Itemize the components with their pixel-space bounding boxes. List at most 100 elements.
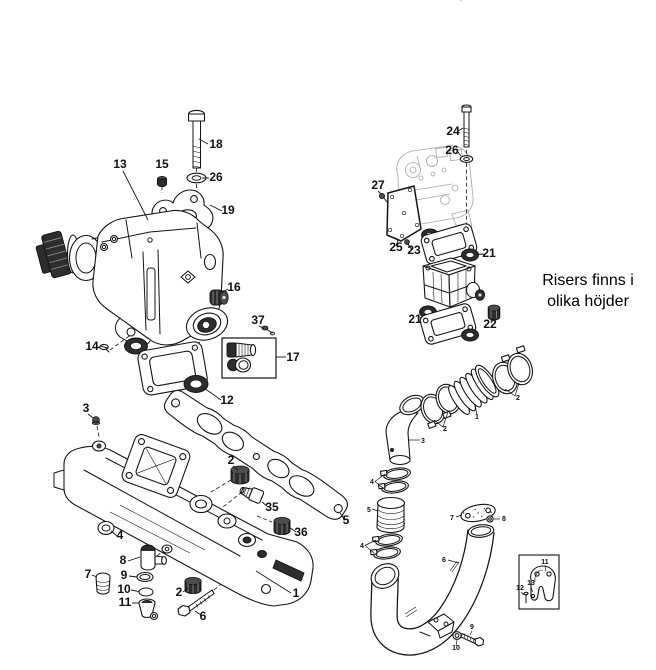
leader-lines-lower bbox=[87, 413, 345, 616]
part-bolt-6 bbox=[177, 589, 215, 617]
part-bolt-9 bbox=[460, 633, 485, 647]
callout-pipe-8: 8 bbox=[502, 516, 506, 523]
callout-pipe-5: 5 bbox=[367, 507, 371, 514]
callout-4: 4 bbox=[117, 528, 124, 542]
riser-assembly: 24 26 27 25 23 21 21 22 Risers finns i o… bbox=[371, 104, 634, 345]
part-plug-36 bbox=[273, 517, 291, 536]
part-fitting-35 bbox=[239, 487, 265, 504]
lower-manifold-assembly: 3 2 35 36 4 8 7 9 10 11 2 6 1 5 bbox=[53, 389, 350, 623]
callout-23: 23 bbox=[407, 243, 421, 257]
part-oring-10 bbox=[138, 587, 154, 597]
riser-note: Risers finns i olika höjder bbox=[542, 272, 634, 310]
callout-10: 10 bbox=[117, 582, 131, 596]
callout-pipe-4a: 4 bbox=[370, 479, 374, 486]
callout-35: 35 bbox=[265, 500, 279, 514]
callout-2b: 2 bbox=[176, 585, 183, 599]
part-manifold-1 bbox=[53, 434, 314, 607]
callout-15: 15 bbox=[155, 157, 169, 171]
callout-26-riser: 26 bbox=[445, 143, 459, 157]
leader-lines-upper bbox=[95, 138, 286, 401]
callout-1: 1 bbox=[293, 586, 300, 600]
callout-24: 24 bbox=[446, 124, 460, 138]
part-plate-25 bbox=[386, 185, 422, 242]
note-line-2: olika höjder bbox=[547, 293, 630, 310]
callout-22: 22 bbox=[483, 317, 497, 331]
part-flange-7 bbox=[460, 503, 496, 523]
callout-pipe-10: 10 bbox=[452, 645, 460, 652]
callout-pipe-12: 12 bbox=[516, 585, 524, 592]
callout-14: 14 bbox=[85, 339, 99, 353]
part-riser-block bbox=[422, 257, 486, 308]
callout-13: 13 bbox=[113, 157, 127, 171]
callout-9: 9 bbox=[121, 568, 128, 582]
callout-pipe-2r: 2 bbox=[516, 395, 520, 402]
part-plug-22 bbox=[487, 304, 501, 321]
part-kit-17 bbox=[221, 337, 277, 379]
callout-18: 18 bbox=[209, 137, 223, 151]
callout-16: 16 bbox=[227, 280, 241, 294]
part-clamps-4-lower bbox=[369, 533, 403, 560]
part-nut-8 bbox=[486, 515, 494, 523]
part-gasket-21a bbox=[420, 223, 479, 265]
callout-pipe-2l: 2 bbox=[443, 426, 447, 433]
callout-19: 19 bbox=[221, 203, 235, 217]
part-gasket-21b bbox=[419, 303, 479, 345]
callout-pipe-6: 6 bbox=[442, 557, 446, 564]
part-plug-4 bbox=[97, 520, 115, 536]
part-clamps-2-right bbox=[492, 345, 533, 395]
part-bellows-1 bbox=[448, 364, 500, 415]
note-line-1: Risers finns i bbox=[542, 272, 634, 289]
callout-21a: 21 bbox=[482, 246, 496, 260]
callout-pipe-4b: 4 bbox=[360, 543, 364, 550]
callout-11: 11 bbox=[119, 595, 132, 609]
part-manifold-13 bbox=[35, 209, 229, 347]
callout-25: 25 bbox=[389, 240, 403, 254]
callout-3: 3 bbox=[83, 401, 90, 415]
part-oring-9 bbox=[136, 571, 154, 583]
part-bolt-18 bbox=[187, 0, 462, 169]
callout-5: 5 bbox=[343, 513, 350, 527]
part-gasket-5 bbox=[163, 389, 348, 520]
part-fitting-8 bbox=[140, 544, 167, 571]
part-plug-2a bbox=[230, 465, 250, 485]
part-plug-16 bbox=[209, 289, 229, 306]
callout-pipe-13: 13 bbox=[527, 580, 535, 587]
callout-8: 8 bbox=[120, 553, 127, 567]
part-nut-3 bbox=[91, 416, 101, 425]
part-elbow-3 bbox=[385, 394, 425, 466]
part-pipe-6 bbox=[370, 524, 495, 656]
part-fitting-37 bbox=[261, 325, 275, 336]
part-gasket-12 bbox=[124, 337, 209, 396]
part-screw-27 bbox=[378, 192, 388, 203]
callout-pipe-1: 1 bbox=[475, 414, 479, 421]
callout-pipe-9: 9 bbox=[470, 624, 474, 631]
exhaust-pipe-assembly: 2 1 2 3 4 5 7 8 4 6 11 13 12 9 10 bbox=[360, 345, 560, 656]
part-clamps-4-upper bbox=[377, 467, 411, 494]
callout-37: 37 bbox=[251, 313, 265, 327]
callout-7: 7 bbox=[85, 567, 92, 581]
part-hose-5 bbox=[376, 496, 406, 534]
part-nut-15 bbox=[156, 175, 168, 188]
callout-6: 6 bbox=[200, 609, 207, 623]
part-fitting-11 bbox=[138, 598, 159, 621]
callout-pipe-11: 11 bbox=[541, 559, 549, 566]
callout-pipe-7: 7 bbox=[450, 515, 454, 522]
part-washer-26-riser bbox=[459, 155, 474, 163]
leader-lines-pipe bbox=[364, 382, 547, 647]
callout-12: 12 bbox=[220, 393, 234, 407]
callout-26-upper: 26 bbox=[209, 170, 223, 184]
part-washer-26-upper bbox=[186, 172, 207, 184]
callout-17: 17 bbox=[286, 350, 300, 364]
callout-pipe-3: 3 bbox=[421, 438, 425, 445]
upper-manifold-assembly: 18 13 15 26 19 16 37 17 14 12 bbox=[35, 0, 462, 407]
leader-lines-riser bbox=[377, 127, 494, 324]
part-kit-11 bbox=[518, 554, 560, 610]
part-bolt-24 bbox=[461, 104, 472, 148]
part-plug-7 bbox=[95, 572, 111, 595]
callout-2a: 2 bbox=[228, 453, 235, 467]
part-plug-2b bbox=[184, 577, 202, 595]
part-washer-10 bbox=[452, 631, 462, 640]
callout-21b: 21 bbox=[408, 312, 422, 326]
